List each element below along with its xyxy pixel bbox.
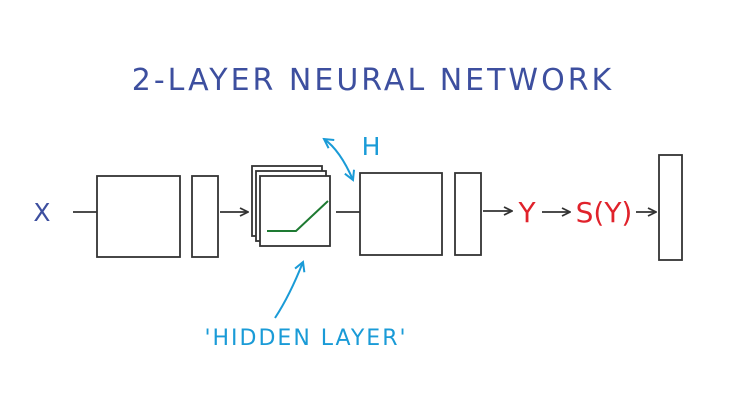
hidden-size-double-arrow (324, 139, 353, 180)
relu-curve (267, 200, 329, 232)
hidden-layer-pointer-arrow (274, 262, 303, 319)
output-probabilities (658, 154, 683, 261)
hidden-layer-annotation: 'HIDDEN LAYER' (204, 326, 407, 351)
output-y-label: Y (517, 196, 536, 229)
linear-layer-2 (359, 172, 443, 256)
bias-layer-1 (191, 175, 219, 258)
bias-layer-2 (454, 172, 482, 256)
softmax-label: S(Y) (576, 196, 633, 229)
linear-layer-1 (96, 175, 181, 258)
hidden-size-label: H (362, 132, 381, 161)
diagram-title: 2-LAYER NEURAL NETWORK (132, 63, 614, 98)
input-x-label: X (33, 198, 50, 227)
hidden-layer-stack (251, 165, 331, 247)
